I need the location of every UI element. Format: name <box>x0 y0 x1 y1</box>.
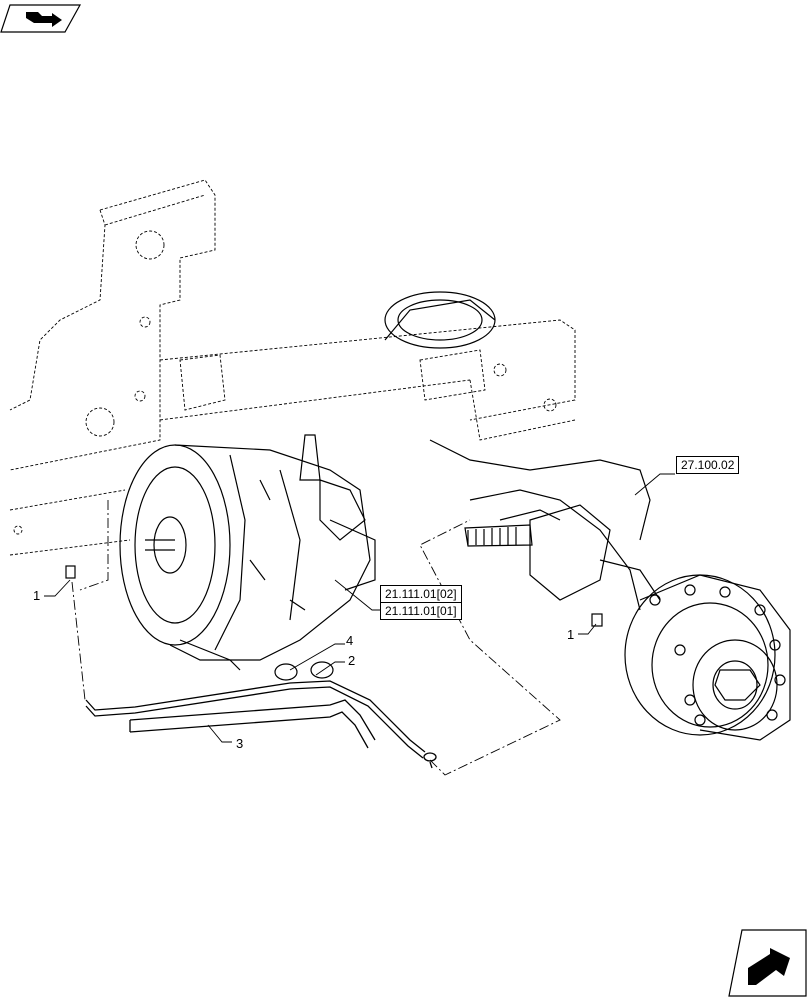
axle-flange <box>384 291 496 349</box>
routing-line <box>71 500 561 776</box>
callout-2: 2 <box>348 653 356 668</box>
chassis-frame <box>9 179 576 556</box>
transmission-assembly <box>119 434 376 671</box>
callout-4: 4 <box>346 633 354 648</box>
reference-27-100-02[interactable]: 27.100.02 <box>676 456 740 474</box>
reference-21-111-01-01[interactable]: 21.111.01[01] <box>380 602 462 620</box>
reference-21-111-01-02[interactable]: 21.111.01[02] <box>380 585 462 603</box>
protective-sleeve <box>129 699 376 749</box>
next-page-arrow-icon[interactable] <box>728 929 807 997</box>
rear-axle-assembly <box>429 439 791 741</box>
breather-hose <box>85 680 437 769</box>
callout-1-left: 1 <box>33 588 41 603</box>
hose-clamps <box>274 661 334 681</box>
leader-lines <box>44 473 675 743</box>
book-arrow-icon[interactable] <box>0 4 82 33</box>
callout-1-right: 1 <box>567 627 575 642</box>
breather-fitting-left <box>65 565 76 579</box>
breather-fitting-right <box>591 613 603 627</box>
callout-3: 3 <box>236 736 244 751</box>
